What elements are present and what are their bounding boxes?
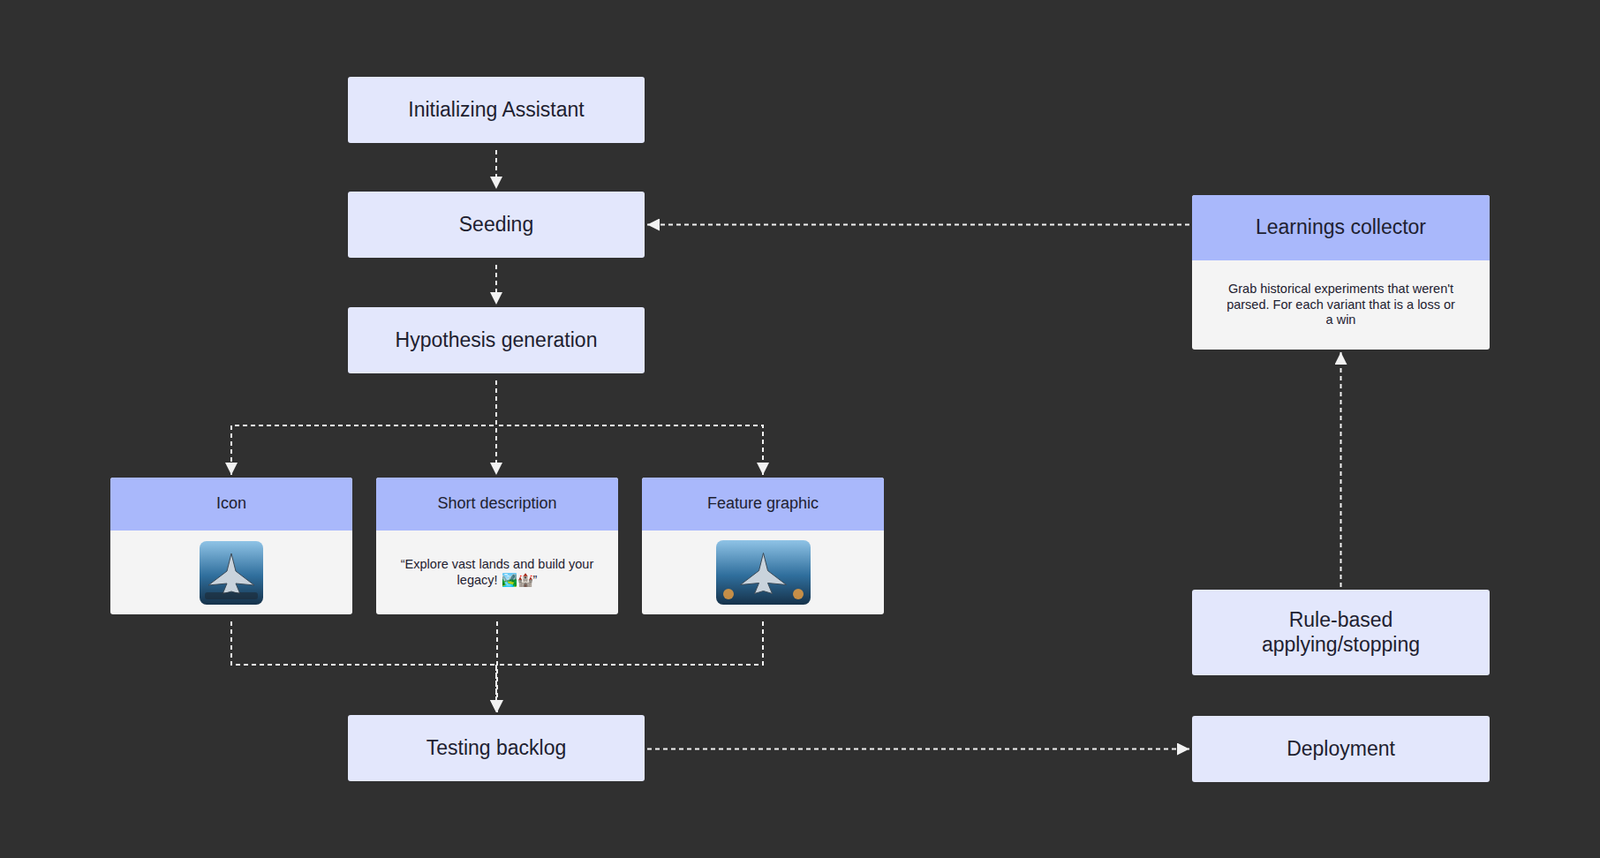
feature-graphic-image xyxy=(716,540,811,605)
dashed-connector xyxy=(495,264,498,305)
box-label: Deployment xyxy=(1286,730,1396,770)
flare xyxy=(792,588,804,600)
card-body-text: “Explore vast lands and build your legac… xyxy=(400,557,595,589)
titled-card: Icon xyxy=(110,477,353,615)
process-box: Rule-based applying/stopping xyxy=(1192,589,1490,676)
titled-card: Learnings collectorGrab historical exper… xyxy=(1192,195,1490,350)
image-background xyxy=(716,540,811,605)
process-box: Testing backlog xyxy=(347,715,645,782)
card-body xyxy=(641,530,884,615)
card-title: Icon xyxy=(205,489,257,520)
hud-bar xyxy=(204,592,258,600)
dashed-connector xyxy=(496,621,763,713)
card-body xyxy=(110,530,353,615)
card-header: Learnings collector xyxy=(1192,195,1490,261)
card-body: Grab historical experiments that weren't… xyxy=(1192,260,1490,350)
process-box: Hypothesis generation xyxy=(347,307,645,374)
process-box: Seeding xyxy=(347,191,645,258)
box-label: Initializing Assistant xyxy=(407,90,584,130)
dashed-connector xyxy=(647,748,1190,751)
card-title: Feature graphic xyxy=(696,489,830,520)
jet-shape xyxy=(208,553,255,595)
box-label: Rule-based applying/stopping xyxy=(1235,601,1448,665)
dashed-connector xyxy=(231,380,497,476)
dashed-connector xyxy=(1340,352,1343,588)
titled-card: Feature graphic xyxy=(641,477,884,615)
image-background xyxy=(199,541,264,605)
dashed-connector xyxy=(647,224,1190,227)
card-header: Icon xyxy=(110,477,353,531)
card-body: “Explore vast lands and build your legac… xyxy=(376,530,619,615)
card-title: Learnings collector xyxy=(1245,210,1437,246)
dashed-connector xyxy=(495,380,498,476)
card-title: Short description xyxy=(426,489,567,520)
dashed-connector xyxy=(231,621,497,713)
dashed-connector xyxy=(495,150,498,189)
flare xyxy=(723,588,734,600)
jet-shape xyxy=(739,553,786,595)
box-label: Hypothesis generation xyxy=(395,321,598,361)
process-box: Deployment xyxy=(1192,716,1490,783)
box-label: Seeding xyxy=(459,205,534,245)
card-body-text: Grab historical experiments that weren't… xyxy=(1222,281,1461,328)
process-box: Initializing Assistant xyxy=(347,76,645,144)
card-header: Feature graphic xyxy=(641,477,884,531)
titled-card: Short description “Explore vast lands and… xyxy=(376,477,619,615)
app-icon-image xyxy=(199,541,264,605)
box-label: Testing backlog xyxy=(426,729,567,769)
dashed-connector xyxy=(496,380,763,476)
card-header: Short description xyxy=(376,477,619,531)
